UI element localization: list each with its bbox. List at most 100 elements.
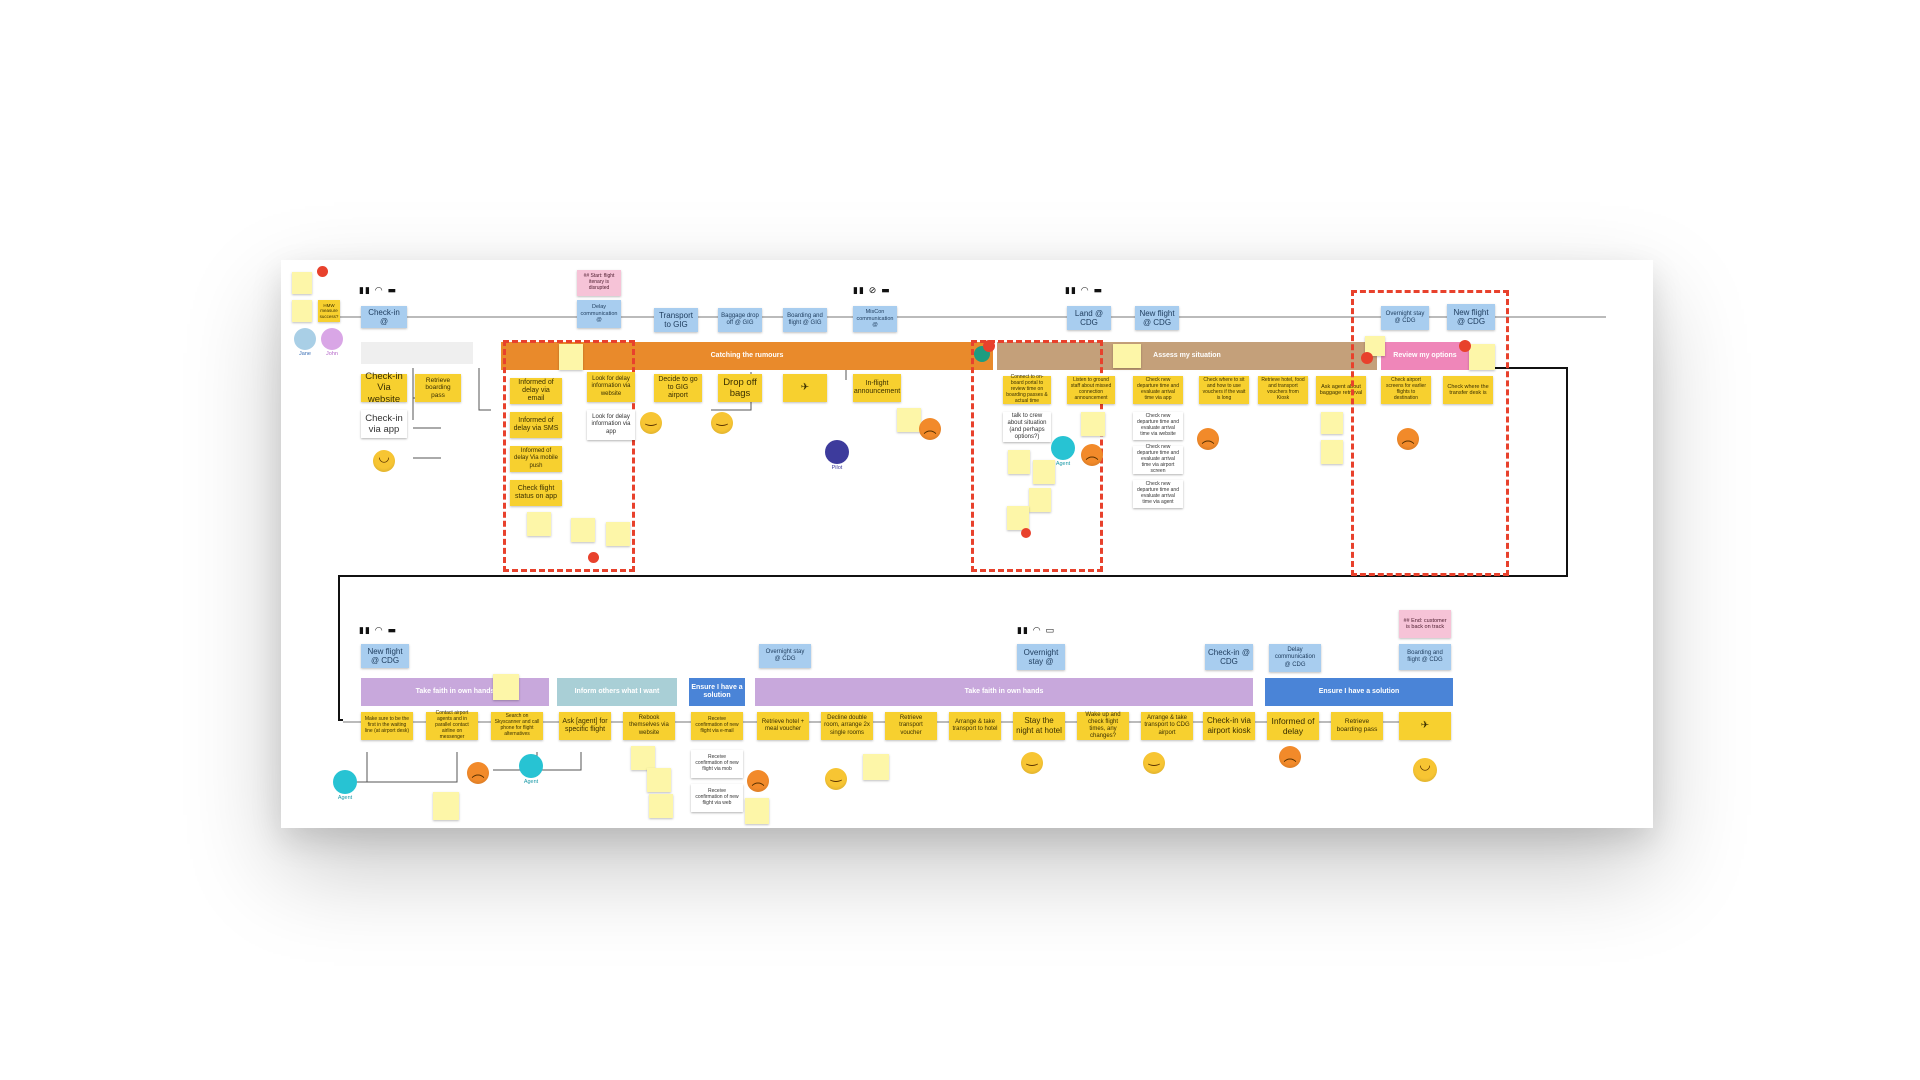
step-check-departure-agent: Check new departure time and evaluate ar… xyxy=(1133,480,1183,508)
step-onboard-portal: Connect to on-board portal to review tim… xyxy=(1003,376,1051,404)
happy-emoji-icon: ◡ xyxy=(373,450,395,472)
comment-marker[interactable] xyxy=(588,552,599,563)
persona-agent-avatar-3: Agent xyxy=(519,754,543,778)
angry-emoji-icon: ︵ xyxy=(1197,428,1219,450)
step-check-departure-screen: Check new departure time and evaluate ar… xyxy=(1133,446,1183,474)
angry-emoji-icon: ︵ xyxy=(747,770,769,792)
channel-baggage-drop: Baggage drop off @ GIG xyxy=(718,308,762,332)
channel-overnight-cdg: Overnight stay @ CDG xyxy=(1381,306,1429,330)
neutral-emoji-icon: ‿ xyxy=(1143,752,1165,774)
persona-jane-avatar: Jane xyxy=(294,328,316,350)
step-check-departure-app: Check new departure time and evaluate ar… xyxy=(1133,376,1183,404)
channel-new-flight-cdg-2: New flight @ CDG xyxy=(1447,304,1495,330)
sticky-note-mini xyxy=(606,522,630,546)
signal-wifi-battery-icon: ▮▮ ⊘ ▬ xyxy=(853,286,891,296)
sticky-note-mini xyxy=(292,272,312,294)
step-look-delay-website: Look for delay information via website xyxy=(587,372,635,402)
phase-band-ensure-solution-2: Ensure I have a solution xyxy=(1265,678,1453,706)
persona-john-label: John xyxy=(311,351,353,357)
persona-agent-avatar: Agent xyxy=(1051,436,1075,460)
angry-emoji-icon: ︵ xyxy=(919,418,941,440)
sticky-note-mini xyxy=(292,300,312,322)
sticky-note-mini xyxy=(1321,440,1343,464)
comment-marker[interactable] xyxy=(1459,340,1471,352)
step-transport-hotel: Arrange & take transport to hotel xyxy=(949,712,1001,740)
step-checkin-app: Check-in via app xyxy=(361,410,407,438)
step-check-where-sit: Check where to sit and how to use vouche… xyxy=(1199,376,1249,404)
phase-band-review-options: Review my options xyxy=(1381,342,1469,370)
signal-wifi-battery-icon: ▮▮ ◠ ▭ xyxy=(1017,626,1055,636)
step-check-earlier-flights: Check airport screens for earlier flight… xyxy=(1381,376,1431,404)
comment-marker[interactable] xyxy=(1361,352,1373,364)
step-look-delay-app: Look for delay information via app xyxy=(587,410,635,440)
angry-emoji-icon: ︵ xyxy=(1397,428,1419,450)
persona-agent-avatar-2: Agent xyxy=(333,770,357,794)
step-rebook-website: Rebook themselves via website xyxy=(623,712,675,740)
persona-pilot-avatar: Pilot xyxy=(825,440,849,464)
phase-band-checkin xyxy=(361,342,473,364)
signal-wifi-battery-icon: ▮▮ ◠ ▬ xyxy=(359,626,397,636)
comment-marker[interactable] xyxy=(317,266,328,277)
sticky-note-mini xyxy=(647,768,671,792)
channel-delay-communication: Delay communication @ xyxy=(577,300,621,328)
phase-band-take-faith-1: Take faith in own hands xyxy=(361,678,549,706)
step-check-transfer-desk: Check where the transfer desk is xyxy=(1443,376,1493,404)
step-decide-gig: Decide to go to GIG airport xyxy=(654,374,702,402)
channel-delay-communication-cdg: Delay communication @ CDG xyxy=(1269,644,1321,672)
step-boarding-icon: ✈ xyxy=(783,374,827,402)
end-note: ## End: customer is back on track xyxy=(1399,610,1451,638)
step-retrieve-hotel-voucher: Retrieve hotel + meal voucher xyxy=(757,712,809,740)
step-checkin-website: Check-in Via website xyxy=(361,374,407,402)
channel-boarding-flight-cdg: Boarding and flight @ CDG xyxy=(1399,644,1451,670)
angry-emoji-icon: ︵ xyxy=(1081,444,1103,466)
channel-boarding-flight-gig: Boarding and flight @ GIG xyxy=(783,308,827,332)
step-first-in-line: Make sure to be the first in the waiting… xyxy=(361,712,413,740)
phase-band-inform-others: Inform others what I want xyxy=(557,678,677,706)
step-retrieve-transport-voucher: Retrieve transport voucher xyxy=(885,712,937,740)
signal-wifi-battery-icon: ▮▮ ◠ ▬ xyxy=(359,286,397,296)
channel-checkin-cdg: Check-in @ CDG xyxy=(1205,644,1253,670)
step-confirm-web: Receive confirmation of new flight via w… xyxy=(691,784,743,812)
neutral-emoji-icon: ‿ xyxy=(711,412,733,434)
angry-emoji-icon: ︵ xyxy=(467,762,489,784)
sticky-note-mini xyxy=(1469,344,1495,370)
sticky-note-mini xyxy=(863,754,889,780)
sticky-note-mini xyxy=(649,794,673,818)
step-check-departure-website: Check new departure time and evaluate ar… xyxy=(1133,412,1183,440)
persona-agent-label-3: Agent xyxy=(509,779,553,785)
highlight-box-3 xyxy=(1351,290,1509,576)
step-search-skyscanner: Search on Skyscanner and call phone for … xyxy=(491,712,543,740)
neutral-emoji-icon: ‿ xyxy=(1021,752,1043,774)
channel-overnight-cdg-r2: Overnight stay @ CDG xyxy=(759,644,811,668)
signal-wifi-battery-icon: ▮▮ ◠ ▬ xyxy=(1065,286,1103,296)
phase-band-take-faith-2: Take faith in own hands xyxy=(755,678,1253,706)
channel-overnight-stay: Overnight stay @ xyxy=(1017,644,1065,670)
sticky-note-mini xyxy=(1007,506,1029,530)
step-stay-night: Stay the night at hotel xyxy=(1013,712,1065,740)
step-informed-delay: Informed of delay xyxy=(1267,712,1319,740)
step-transport-cdg: Arrange & take transport to CDG airport xyxy=(1141,712,1193,740)
sticky-note-mini xyxy=(571,518,595,542)
sticky-note-mini xyxy=(1029,488,1051,512)
start-note: ## Start: flight itenary is disrupted xyxy=(577,270,621,296)
channel-new-flight-cdg-r2: New flight @ CDG xyxy=(361,644,409,668)
step-wake-check-flight: Wake up and check flight times, any chan… xyxy=(1077,712,1129,740)
sticky-note-mini xyxy=(1008,450,1030,474)
step-contact-agents: Contact airport agents and in parallel c… xyxy=(426,712,478,740)
step-ask-agent: Ask [agent] for specific flight xyxy=(559,712,611,740)
channel-land-cdg: Land @ CDG xyxy=(1067,306,1111,330)
neutral-emoji-icon: ‿ xyxy=(640,412,662,434)
sticky-note-mini xyxy=(1321,412,1343,434)
comment-marker[interactable] xyxy=(983,340,995,352)
sticky-note-mini xyxy=(1113,344,1141,368)
step-check-flight-status: Check flight status on app xyxy=(510,480,562,506)
channel-transport-gig: Transport to GIG xyxy=(654,308,698,332)
journey-map-board: HMW measure success? Jane John ▮▮ ◠ ▬ Ch… xyxy=(281,260,1653,828)
comment-marker[interactable] xyxy=(1021,528,1031,538)
step-listen-ground-staff: Listen to ground staff about missed conn… xyxy=(1067,376,1115,404)
channel-checkin: Check-in @ xyxy=(361,306,407,328)
step-checkin-kiosk: Check-in via airport kiosk xyxy=(1203,712,1255,740)
channel-miscon-communication: MisCon communication @ xyxy=(853,306,897,332)
happy-emoji-icon: ◡ xyxy=(1413,758,1437,782)
sticky-note-mini xyxy=(433,792,459,820)
